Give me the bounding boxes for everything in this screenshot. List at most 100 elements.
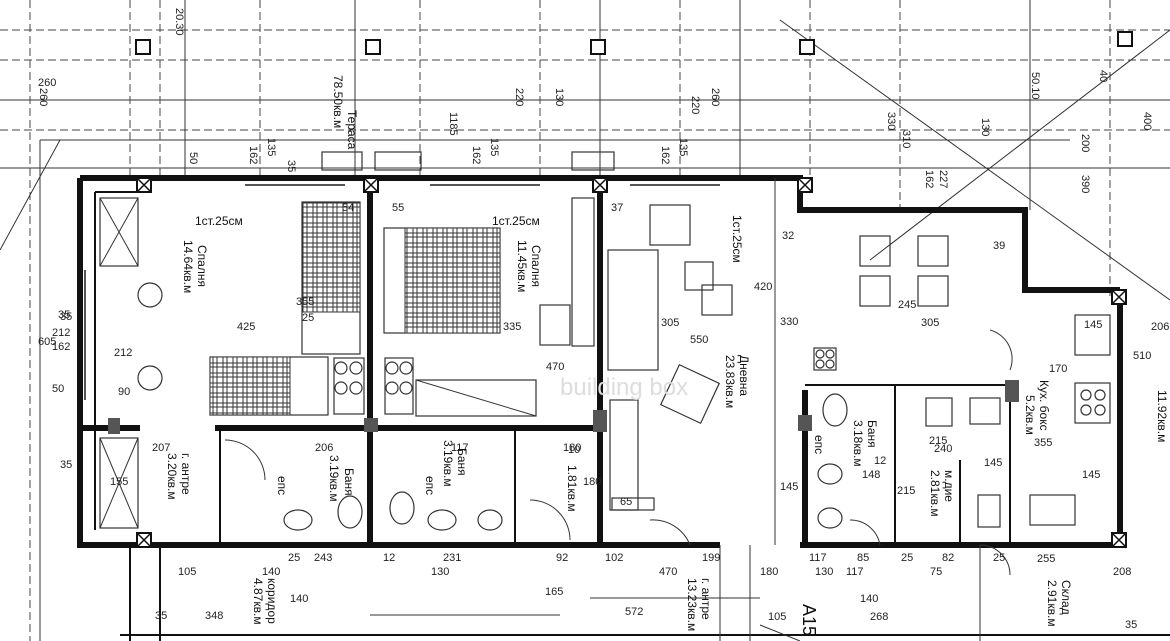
dimension-label: 550	[690, 334, 708, 346]
dimension-label: 260	[709, 88, 721, 106]
dimension-label: 400	[1141, 112, 1153, 130]
dimension-label: 145	[1084, 319, 1102, 331]
dimension-label: 90	[118, 386, 130, 398]
dimension-label: 227	[937, 170, 949, 188]
dimension-label: 162	[247, 146, 259, 164]
dimension-label: 470	[659, 566, 677, 578]
dimension-label: 243	[314, 552, 332, 564]
dimension-label: 117	[451, 442, 469, 454]
dimension-label: 65	[620, 496, 632, 508]
wc-area: 2.81кв.м	[928, 470, 942, 517]
dimension-label: 135	[265, 138, 277, 156]
dimension-label: 92	[556, 552, 568, 564]
dimension-label: 212	[114, 347, 132, 359]
dimension-label: 32	[782, 230, 794, 242]
dimension-label: 85	[857, 552, 869, 564]
dining-furniture	[813, 235, 1111, 528]
dimension-label: 165	[545, 586, 563, 598]
dimension-label: 572	[625, 606, 643, 618]
corridor-area: 4.87кв.м	[251, 578, 265, 625]
antre2-name: г. антре	[699, 578, 713, 620]
dimension-label: 140	[860, 593, 878, 605]
dimension-label: 12	[383, 552, 395, 564]
bed2-area: 11.45кв.м	[515, 240, 529, 292]
storage-name: Склад	[1059, 580, 1073, 615]
dimension-label: 35	[155, 610, 167, 622]
terrace-area: 78.50кв.м	[331, 75, 345, 128]
corridor-name: коридор	[265, 578, 279, 624]
kitchen-name: Кух. бокс	[1037, 380, 1051, 431]
kitchen-area: 5.2кв.м	[1023, 395, 1037, 435]
bath1-tag: епс	[275, 476, 289, 495]
dimension-label: 54	[342, 202, 354, 214]
storage-area: 2.91кв.м	[1045, 580, 1059, 627]
dimension-label: 305	[921, 317, 939, 329]
dimension-label: 355	[296, 296, 314, 308]
bath2-area: 3.19кв.м	[441, 440, 455, 487]
dimension-label: 215	[929, 435, 947, 447]
bath2-tag: епс	[423, 476, 437, 495]
dimension-label: 25	[993, 552, 1005, 564]
dimension-label: 355	[1034, 437, 1052, 449]
bath3-area: 3.18кв.м	[851, 420, 865, 467]
wall-columns	[108, 177, 1127, 548]
dimension-label: 145	[780, 481, 798, 493]
dimension-label: 25	[901, 552, 913, 564]
dimension-label: 35	[58, 309, 70, 321]
dimension-label: 206	[1151, 321, 1169, 333]
bath2-name: Баня	[455, 448, 469, 476]
dimension-label: 130	[431, 566, 449, 578]
dimension-label: 40	[1097, 70, 1109, 82]
dimension-label: 25	[302, 312, 314, 324]
bed1-area: 14.64кв.м	[181, 240, 195, 293]
bath-fixtures	[283, 393, 848, 531]
outer-walls	[77, 175, 1123, 548]
right-area: 11.92кв.м	[1155, 390, 1169, 442]
bed2-note: 1ст.25см	[492, 214, 540, 228]
dimension-label: 75	[930, 566, 942, 578]
dimension-label: 255	[1037, 553, 1055, 565]
dimension-label: 425	[237, 321, 255, 333]
dimension-label: 220	[689, 96, 701, 114]
dimension-label: 130	[815, 566, 833, 578]
dimension-label: 260	[38, 77, 56, 89]
dimension-label: 470	[546, 361, 564, 373]
dimension-label: 35	[60, 311, 72, 323]
dimension-label: 420	[754, 281, 772, 293]
dimension-label: 207	[152, 442, 170, 454]
dimension-label: 155	[110, 476, 128, 488]
antre2-area: 13.23кв.м	[685, 578, 699, 631]
antre3-area: 1.81кв.м	[565, 465, 579, 512]
dimension-label: 117	[809, 552, 827, 564]
dimension-label: 330	[885, 112, 897, 130]
dimension-label: 162	[659, 146, 671, 164]
dimension-label: 82	[942, 552, 954, 564]
dimension-label: 231	[443, 552, 461, 564]
dimension-label: 162	[52, 341, 70, 353]
living-note: 1ст.25см	[730, 215, 744, 263]
dimension-label: 50	[187, 152, 199, 164]
dimension-label: 135	[677, 138, 689, 156]
dimension-label: 215	[897, 485, 915, 497]
dimension-label: 10	[568, 444, 580, 456]
dimension-label: 140	[290, 593, 308, 605]
dimension-label: 212	[52, 327, 70, 339]
bath1-name: Баня	[342, 468, 356, 496]
dimension-label: 305	[661, 317, 679, 329]
bed1-name: Спалня	[195, 245, 209, 287]
bath3-tag: епс	[812, 435, 826, 454]
dimension-label: 145	[984, 457, 1002, 469]
antre1-name: г. антре	[179, 453, 193, 495]
dimension-label: 208	[1113, 566, 1131, 578]
terrace-name: Тераса	[345, 110, 359, 150]
dimension-label: 140	[262, 566, 280, 578]
living-area: 23.83кв.м	[723, 355, 737, 408]
dimension-label: 605	[38, 336, 56, 348]
lower-region	[370, 545, 981, 641]
dimension-label: 390	[1079, 175, 1091, 193]
dimension-label: 162	[470, 146, 482, 164]
